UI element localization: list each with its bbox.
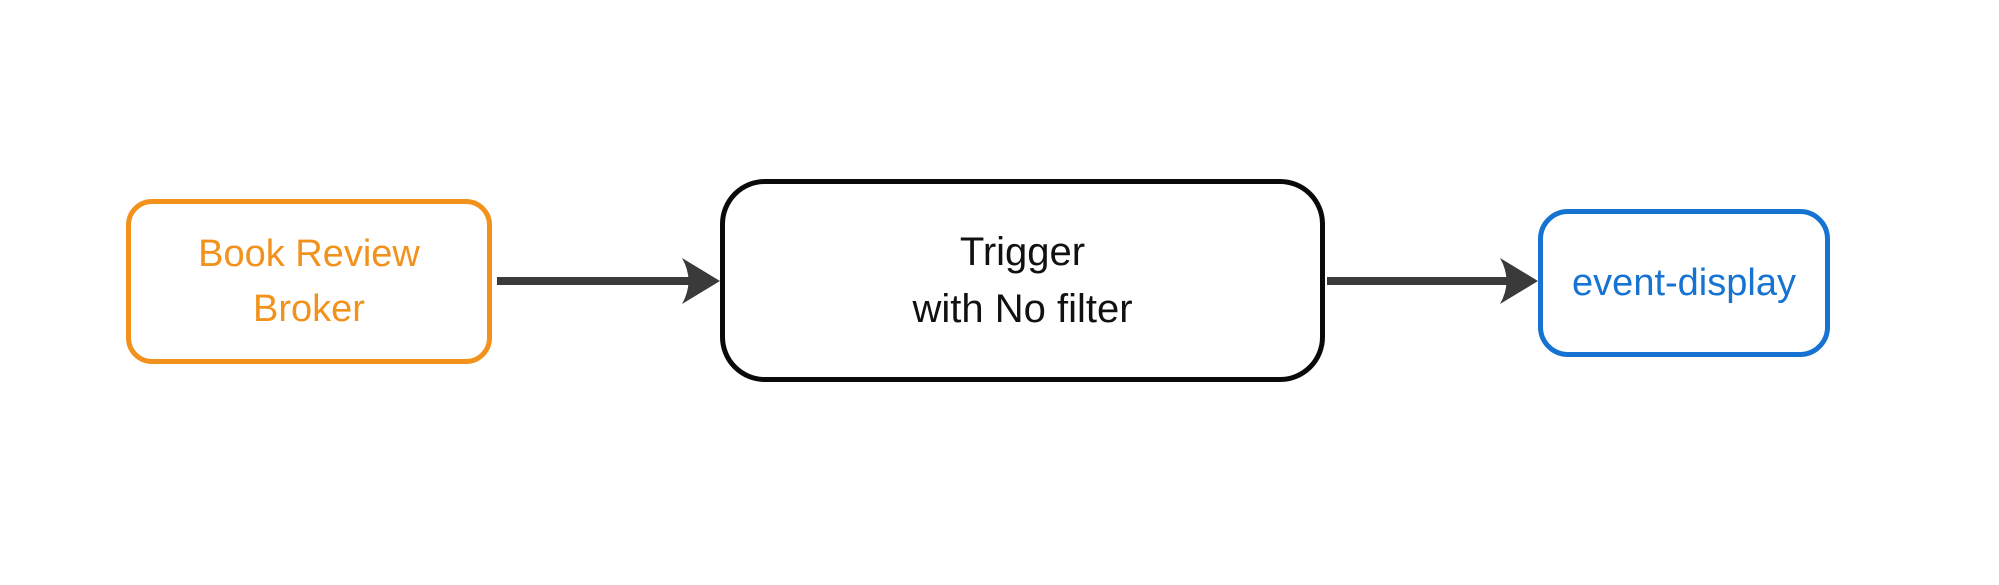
node-label-line: Trigger <box>959 229 1086 274</box>
node-label-line: with No filter <box>912 286 1133 331</box>
node-book-review-broker: Book Review Broker <box>126 199 492 364</box>
node-trigger-with-no-filter: Trigger with No filter <box>720 179 1325 382</box>
arrowhead-icon <box>1500 258 1538 304</box>
edge-broker-to-trigger <box>497 258 720 304</box>
node-label-line: Book Review <box>198 232 420 275</box>
node-label-line: Broker <box>253 287 365 330</box>
node-label-line: event-display <box>1572 262 1796 304</box>
arrowhead-icon <box>682 258 720 304</box>
node-event-display: event-display <box>1538 209 1830 357</box>
edge-trigger-to-event-display <box>1327 258 1538 304</box>
